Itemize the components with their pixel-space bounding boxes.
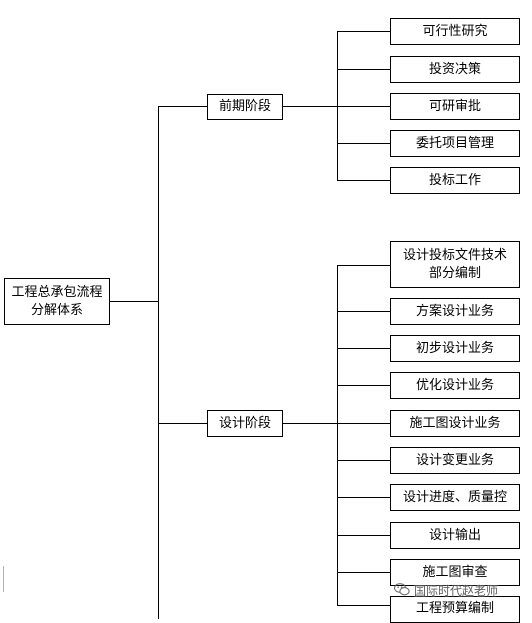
task-node: 设计输出 xyxy=(390,522,520,549)
stage-label: 前期阶段 xyxy=(218,99,271,114)
task-label: 方案设计业务 xyxy=(415,303,494,319)
task-label: 可行性研究 xyxy=(422,23,488,39)
wechat-icon xyxy=(393,582,410,599)
task-node: 可研审批 xyxy=(390,93,520,120)
stage-label: 设计阶段 xyxy=(218,415,271,431)
task-label: 投标工作 xyxy=(428,172,481,188)
task-node: 设计进度、质量控 xyxy=(390,484,520,511)
task-label: 设计投标文件技术部分编制 xyxy=(402,247,507,281)
task-label: 设计输出 xyxy=(428,527,481,543)
task-node: 施工图审查 xyxy=(390,559,520,586)
watermark-text: 国际时代赵老师 xyxy=(414,584,499,598)
task-node: 可行性研究 xyxy=(390,18,520,45)
watermark: 国际时代赵老师 xyxy=(393,582,499,599)
task-label: 工程预算编制 xyxy=(415,601,494,616)
page-edge-marker xyxy=(0,566,4,592)
task-label: 设计变更业务 xyxy=(415,452,494,468)
root-node: 工程总承包流程分解体系 xyxy=(4,278,110,325)
task-node: 设计投标文件技术部分编制 xyxy=(390,241,520,288)
task-node: 方案设计业务 xyxy=(390,298,520,325)
task-label: 施工图设计业务 xyxy=(409,415,501,431)
task-node: 投标工作 xyxy=(390,167,520,194)
task-label: 优化设计业务 xyxy=(415,377,494,393)
task-label: 委托项目管理 xyxy=(415,135,494,151)
root-label: 工程总承包流程分解体系 xyxy=(11,284,103,318)
task-node: 初步设计业务 xyxy=(390,335,520,362)
stage-node-1: 前期阶段 xyxy=(207,94,283,120)
task-node: 投资决策 xyxy=(390,56,520,83)
task-node: 委托项目管理 xyxy=(390,130,520,157)
task-label: 投资决策 xyxy=(428,61,481,77)
task-node: 优化设计业务 xyxy=(390,372,520,399)
task-label: 初步设计业务 xyxy=(415,340,494,356)
task-label: 可研审批 xyxy=(428,98,481,114)
task-label: 设计进度、质量控 xyxy=(402,489,507,505)
task-node: 设计变更业务 xyxy=(390,447,520,474)
stage-node-2: 设计阶段 xyxy=(207,410,283,437)
task-node: 施工图设计业务 xyxy=(390,410,520,437)
task-label: 施工图审查 xyxy=(422,564,488,580)
